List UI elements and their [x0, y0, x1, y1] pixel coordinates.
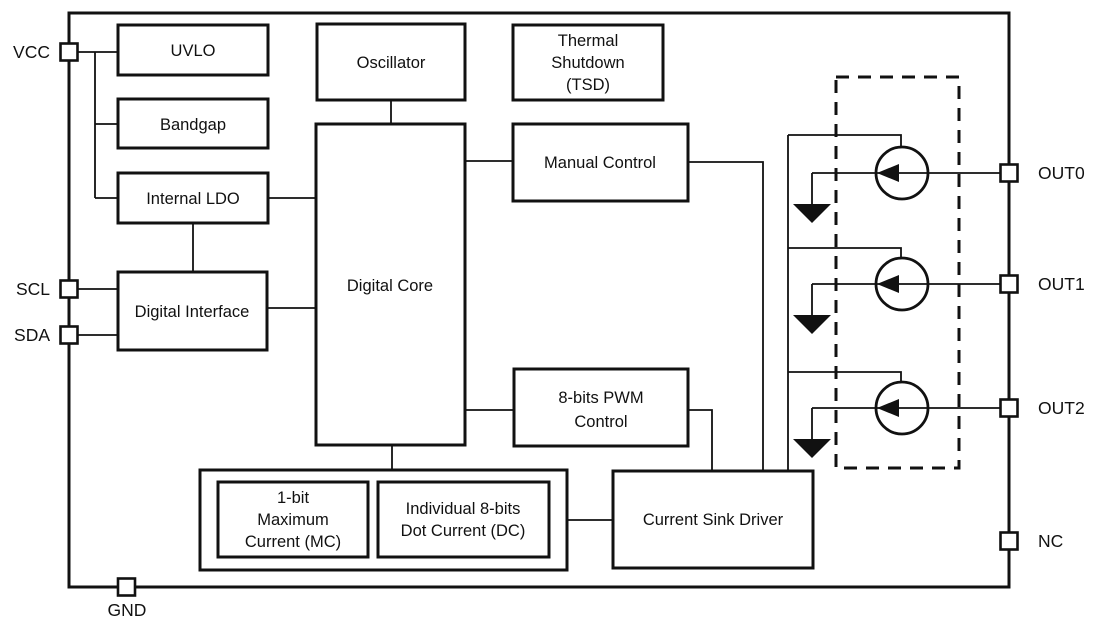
pin-out0: OUT0 — [999, 163, 1085, 183]
block-uvlo-label: UVLO — [171, 42, 216, 60]
block-digital-interface-box — [116, 270, 269, 352]
block-pwm-control: 8-bits PWM Control — [512, 367, 690, 448]
current-direction-arrow-icon — [793, 204, 831, 223]
block-current-setting-group: 1-bit Maximum Current (MC) Individual 8-… — [198, 468, 569, 572]
block-oscillator-box — [315, 22, 467, 102]
pin-scl-square — [59, 279, 79, 299]
current-sink-cell-out1 — [788, 247, 1001, 334]
pin-sda-square — [59, 325, 79, 345]
block-dot-current: Individual 8-bits Dot Current (DC) — [376, 480, 551, 559]
output-stage-dashed-box — [834, 75, 961, 470]
block-dot-current-box — [376, 480, 551, 559]
block-maximum-current-line2: Maximum — [257, 511, 329, 529]
wire-bus-cell2 — [788, 371, 902, 385]
arrow-left-icon — [877, 399, 899, 417]
block-digital-core-box — [314, 122, 467, 447]
block-dot-current-line2: Dot Current (DC) — [401, 522, 526, 540]
block-thermal-shutdown-line3: (TSD) — [566, 76, 610, 94]
block-manual-control: Manual Control — [511, 122, 690, 203]
block-maximum-current-line3: Current (MC) — [245, 533, 341, 551]
block-thermal-shutdown-line1: Thermal — [558, 32, 619, 50]
block-internal-ldo: Internal LDO — [116, 171, 270, 225]
block-thermal-shutdown: Thermal Shutdown (TSD) — [511, 23, 665, 102]
block-digital-interface-label: Digital Interface — [135, 303, 250, 321]
block-manual-control-box — [511, 122, 690, 203]
block-pwm-control-line2: Control — [574, 413, 627, 431]
block-maximum-current: 1-bit Maximum Current (MC) — [216, 480, 370, 559]
block-pwm-control-box — [512, 367, 690, 448]
block-dot-current-line1: Individual 8-bits — [406, 500, 521, 518]
block-thermal-shutdown-line2: Shutdown — [551, 54, 624, 72]
block-uvlo-box — [116, 23, 270, 77]
pin-vcc-label: VCC — [13, 42, 50, 62]
pin-out1-label: OUT1 — [1038, 274, 1085, 294]
pin-out0-label: OUT0 — [1038, 163, 1085, 183]
current-sink-cell-out0 — [788, 134, 1001, 223]
block-bandgap-label: Bandgap — [160, 116, 226, 134]
block-digital-core: Digital Core — [314, 122, 467, 447]
current-sink-cell-out2 — [788, 371, 1001, 458]
block-current-sink-driver: Current Sink Driver — [611, 469, 815, 570]
pin-out2-square — [999, 398, 1019, 418]
block-internal-ldo-box — [116, 171, 270, 225]
block-bandgap-box — [116, 97, 270, 150]
block-current-sink-driver-box — [611, 469, 815, 570]
block-bandgap: Bandgap — [116, 97, 270, 150]
pin-nc-square — [999, 531, 1019, 551]
block-oscillator: Oscillator — [315, 22, 467, 102]
wire-pwm-driver — [688, 409, 713, 471]
block-oscillator-label: Oscillator — [357, 54, 426, 72]
current-direction-arrow-icon — [793, 315, 831, 334]
pin-out2: OUT2 — [999, 398, 1085, 418]
pin-vcc: VCC — [13, 42, 79, 62]
pin-out1: OUT1 — [999, 274, 1085, 294]
block-manual-control-label: Manual Control — [544, 154, 656, 172]
wires — [77, 51, 789, 521]
current-direction-arrow-icon — [793, 439, 831, 458]
block-digital-interface: Digital Interface — [116, 270, 269, 352]
wire-bus-cell0 — [788, 134, 902, 150]
block-maximum-current-box — [216, 480, 370, 559]
pin-scl-label: SCL — [16, 279, 50, 299]
block-thermal-shutdown-box — [511, 23, 665, 102]
pin-vcc-square — [59, 42, 79, 62]
pin-sda: SDA — [14, 325, 79, 345]
block-internal-ldo-label: Internal LDO — [146, 190, 240, 208]
pin-nc-label: NC — [1038, 531, 1063, 551]
pin-scl: SCL — [16, 279, 79, 299]
block-maximum-current-line1: 1-bit — [277, 489, 310, 507]
pin-out1-square — [999, 274, 1019, 294]
pin-out2-label: OUT2 — [1038, 398, 1085, 418]
pin-out0-square — [999, 163, 1019, 183]
pin-gnd-square — [116, 577, 137, 597]
wire-manual-control-driver — [688, 161, 764, 471]
pin-nc: NC — [999, 531, 1063, 551]
wire-bus-cell1 — [788, 247, 902, 261]
pin-sda-label: SDA — [14, 325, 50, 345]
arrow-left-icon — [877, 275, 899, 293]
chip-boundary — [67, 11, 1011, 589]
pin-gnd-label: GND — [108, 600, 147, 620]
block-uvlo: UVLO — [116, 23, 270, 77]
block-pwm-control-line1: 8-bits PWM — [558, 389, 643, 407]
block-digital-core-label: Digital Core — [347, 277, 433, 295]
block-current-sink-driver-label: Current Sink Driver — [643, 511, 784, 529]
arrow-left-icon — [877, 164, 899, 182]
pin-gnd: GND — [108, 577, 147, 620]
